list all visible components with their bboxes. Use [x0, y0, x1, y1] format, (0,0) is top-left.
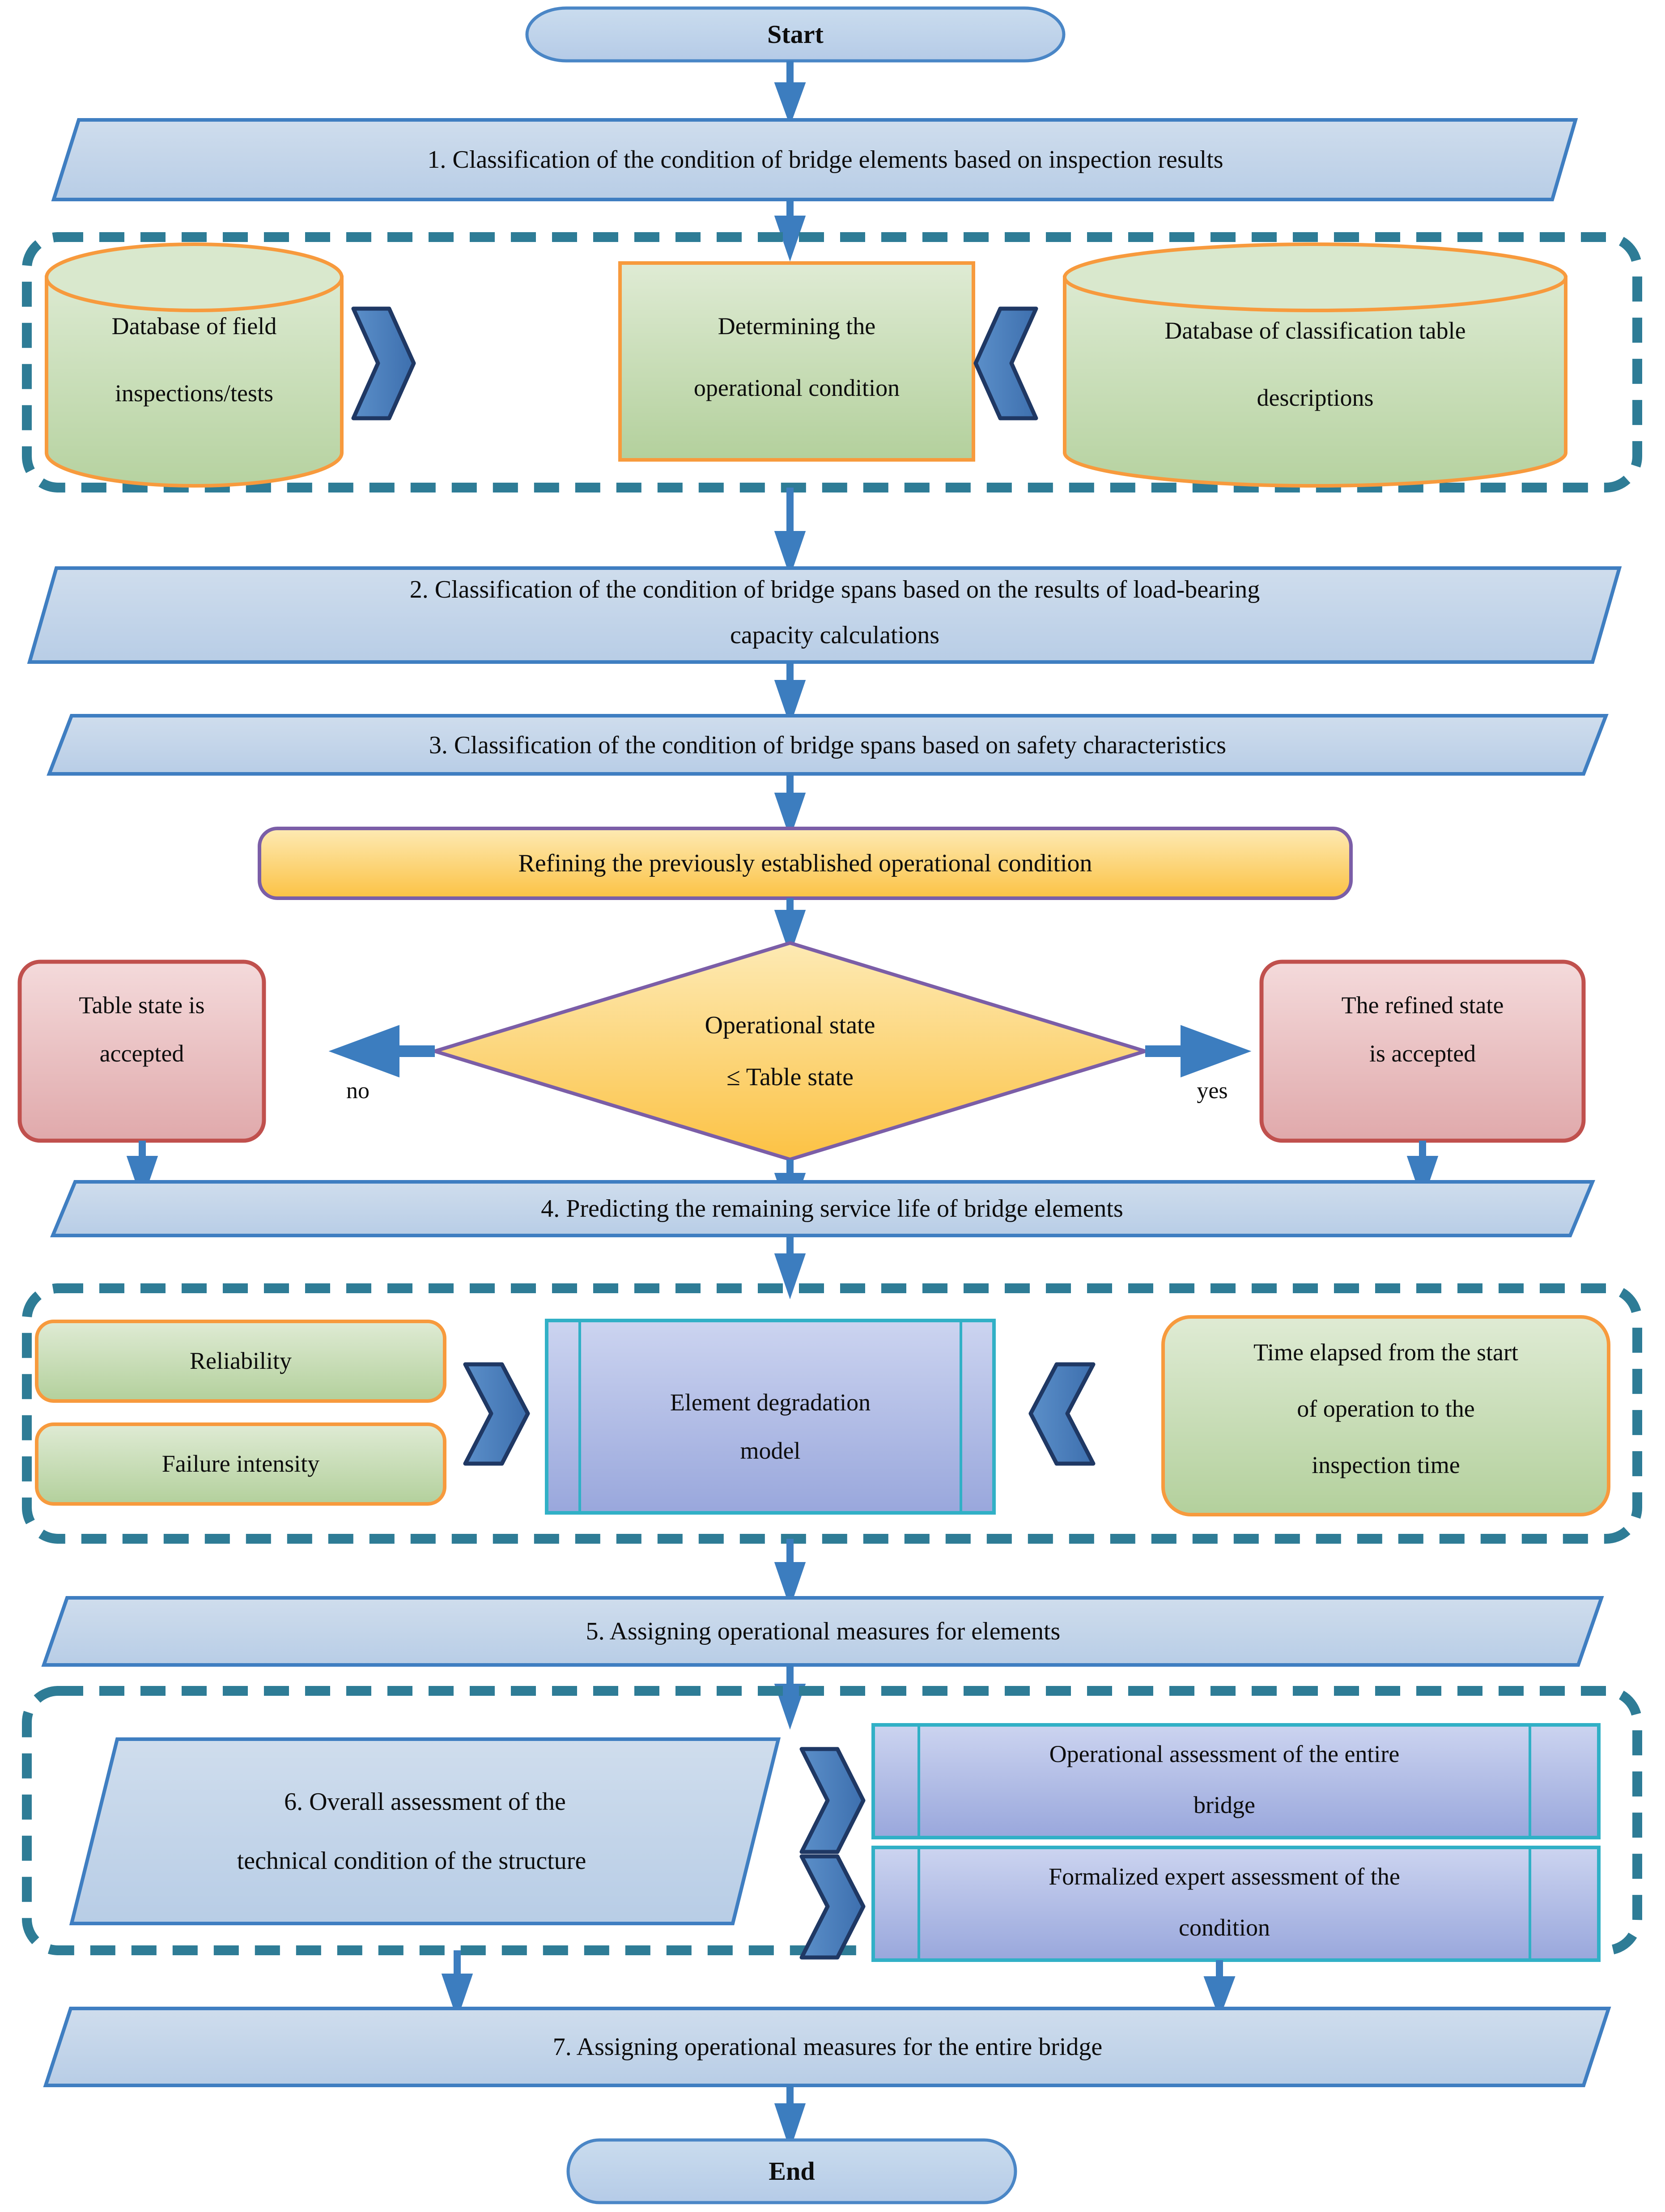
- arrow-step7-to-end: [774, 2085, 806, 2151]
- dashed-group-1: [22, 232, 1642, 492]
- arrow-step5-to-group3: [774, 1665, 806, 1730]
- arrow-step4-to-group2: [774, 1235, 806, 1299]
- arrow-start-to-step1: [774, 61, 806, 126]
- arrow-group1-to-step2: [774, 488, 806, 577]
- arrow-decision-to-refined-state: [1145, 1025, 1252, 1078]
- arrow-step3-to-refining: [774, 774, 806, 839]
- degradation-model-box-shape: [545, 1319, 996, 1515]
- database-field-cylinder-shape: [45, 242, 344, 488]
- step3-banner-shape: [47, 714, 1609, 776]
- chevron-right-icon-4: [799, 1854, 866, 1960]
- database-classification-cylinder-shape: [1063, 242, 1567, 488]
- arrow-group2-to-step5: [774, 1539, 806, 1608]
- step7-banner-shape: [43, 2007, 1611, 2087]
- arrow-refining-to-decision: [774, 898, 806, 956]
- refined-state-accepted-box-shape: [1259, 960, 1586, 1143]
- operational-assessment-box-shape: [871, 1723, 1601, 1839]
- arrow-step1-to-group1: [774, 200, 806, 262]
- arrow-step2-to-step3: [774, 662, 806, 726]
- step5-banner-shape: [41, 1596, 1604, 1667]
- chevron-right-icon-2: [463, 1362, 530, 1466]
- step6-parallelogram-shape: [69, 1737, 781, 1925]
- arrow-decision-to-table-state: [328, 1025, 435, 1078]
- step4-banner-shape: [50, 1180, 1595, 1237]
- arrow-table-state-to-step4: [126, 1141, 158, 1202]
- arrow-step6-to-step7: [441, 1950, 473, 2020]
- arrow-assessments-to-step7: [1203, 1960, 1236, 2019]
- step1-banner-shape: [51, 118, 1578, 201]
- determining-condition-box-shape: [618, 261, 975, 462]
- dashed-group-2: [22, 1283, 1642, 1544]
- table-state-accepted-box-shape: [17, 960, 266, 1143]
- formalized-assessment-box-shape: [871, 1846, 1601, 1962]
- reliability-box-shape: [35, 1320, 446, 1403]
- refining-condition-box-shape: [258, 827, 1353, 900]
- start-terminator-shape: [525, 6, 1066, 63]
- chevron-right-icon-1: [351, 306, 416, 420]
- chevron-left-icon-1: [973, 306, 1038, 420]
- chevron-right-icon-3: [799, 1747, 866, 1854]
- time-elapsed-box-shape: [1161, 1315, 1610, 1516]
- failure-intensity-box-shape: [35, 1422, 446, 1506]
- step2-banner-shape: [27, 566, 1622, 664]
- decision-diamond-shape: [429, 941, 1151, 1162]
- arrow-refined-state-to-step4: [1406, 1141, 1439, 1202]
- chevron-left-icon-2: [1028, 1362, 1096, 1466]
- end-terminator-shape: [566, 2138, 1017, 2204]
